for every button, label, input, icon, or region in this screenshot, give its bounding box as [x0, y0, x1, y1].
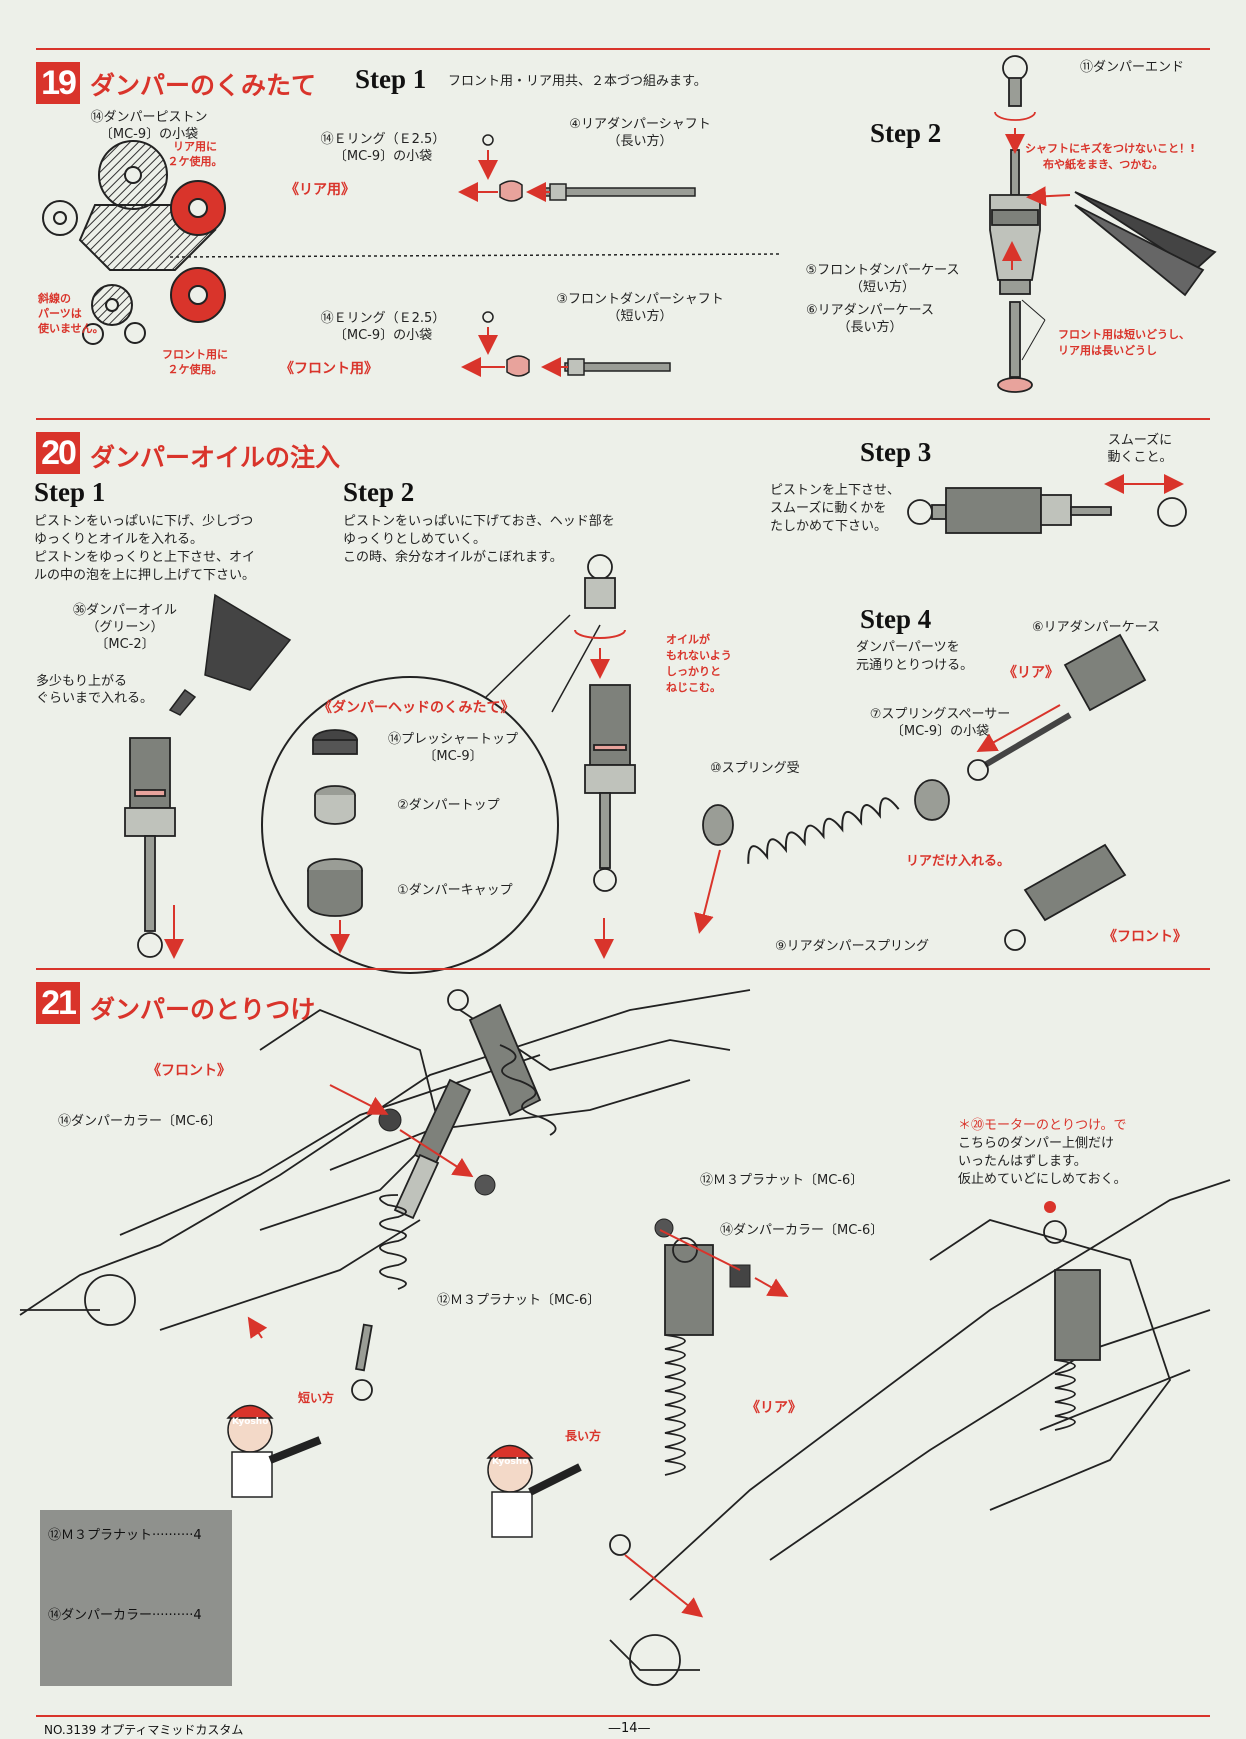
step2-title-20: Step 2 — [343, 477, 415, 507]
rule-sec21 — [36, 968, 1210, 970]
section-title-20: ダンパーオイルの注入 — [90, 443, 341, 472]
step2-title-19: Step 2 — [870, 118, 942, 148]
length-note: フロント用は短いどうし、リア用は長いどうし — [1058, 328, 1190, 357]
front-damper-left — [351, 1078, 472, 1401]
oil-leak-note: オイルがもれないようしっかりとねじこむ。 — [666, 633, 732, 694]
front-shaft-label: ③フロントダンパーシャフト（短い方） — [556, 292, 724, 324]
parts-row-collar: ⑭ダンパーカラー··········4 — [48, 1608, 202, 1623]
rear-nut — [654, 1218, 674, 1238]
parts-list-box: ⑫Ｍ３プラナット··········4 ⑭ダンパーカラー··········4 — [40, 1510, 232, 1686]
spring-seat-label: ⑩スプリング受 — [710, 761, 800, 776]
step4-instructions: ダンパーパーツを元通りとりつける。 — [856, 640, 974, 673]
rear-shaft-assembly — [482, 134, 696, 202]
footer-model: NO.3139 オプティマミッドカスタム — [44, 1723, 244, 1737]
rear-damper-left — [609, 1237, 714, 1556]
rear-damper-right — [1043, 1220, 1101, 1431]
short-side-label: 短い方 — [298, 1391, 335, 1405]
rear-case-label: ⑥リアダンパーケース（長い方） — [805, 303, 934, 335]
front-shaft-assembly — [482, 311, 671, 377]
damper-cap-label: ①ダンパーキャップ — [397, 883, 513, 898]
section-number-20: 20 — [36, 432, 80, 474]
step3-instructions: ピストンを上下させ、スムーズに動くかをたしかめて下さい。 — [770, 483, 901, 534]
rear-label-21: 《リア》 — [746, 1400, 802, 1416]
step1-damper — [124, 737, 176, 958]
top-rule — [36, 48, 1210, 50]
section-title-21: ダンパーのとりつけ — [90, 995, 316, 1024]
oil-bottle — [168, 593, 292, 716]
step2-instructions: ピストンをいっぱいに下げておき、ヘッド部をゆっくりとしめていく。この時、余分なオ… — [343, 514, 615, 565]
bottom-rule — [36, 1715, 1210, 1717]
rear-only-note: リアだけ入れる。 — [906, 854, 1011, 869]
section-title-19: ダンパーのくみたて — [90, 71, 317, 100]
nut-front-label: ⑫Ｍ３プラナット〔MC-6〕 — [437, 1293, 601, 1308]
front-damper-right — [447, 989, 557, 1136]
collar-front-label: ⑭ダンパーカラー〔MC-6〕 — [58, 1114, 222, 1129]
ering-label-front: ⑭Ｅリング（Ｅ2.5）〔MC-9〕の小袋 — [320, 311, 446, 343]
rear-collar — [729, 1264, 751, 1288]
head-detail-circle — [261, 676, 559, 974]
step4-title: Step 4 — [860, 604, 932, 634]
fill-note: 多少もり上がるぐらいまで入れる。 — [36, 674, 154, 706]
front-nut — [474, 1174, 496, 1196]
rear-use-label: 《リア用》 — [285, 182, 355, 198]
spring-spacer-label: ⑦スプリングスペーサー〔MC-9〕の小袋 — [869, 707, 1011, 739]
damper-top-label: ②ダンパートップ — [397, 798, 500, 813]
piston-label: ⑭ダンパーピストン〔MC-9〕の小袋 — [90, 110, 208, 142]
step3-damper — [907, 487, 1187, 534]
cap-logo-right: Kyosho — [492, 1457, 529, 1467]
cap-logo-left: Kyosho — [232, 1417, 269, 1427]
motor-note-marker — [1044, 1201, 1056, 1213]
rule-sec20 — [36, 418, 1210, 420]
ering-label-rear: ⑭Ｅリング（Ｅ2.5）〔MC-9〕の小袋 — [320, 132, 446, 164]
pressure-top-label: ⑭プレッシャートップ〔MC-9〕 — [387, 732, 518, 764]
rear-shaft-label: ④リアダンパーシャフト（長い方） — [569, 117, 711, 149]
nut-rear-label: ⑫Ｍ３プラナット〔MC-6〕 — [700, 1173, 864, 1188]
oil-label: ㊱ダンパーオイル（グリーン）〔MC-2〕 — [72, 603, 177, 652]
section-number-21: 21 — [36, 982, 80, 1024]
long-side-label: 長い方 — [565, 1429, 602, 1443]
parts-row-nut: ⑫Ｍ３プラナット··········4 — [48, 1528, 202, 1543]
rear-label-20: 《リア》 — [1003, 665, 1059, 681]
step3-title: Step 3 — [860, 437, 932, 467]
smooth-note: スムーズに動くこと。 — [1107, 433, 1173, 465]
rear-chassis — [609, 1179, 1231, 1686]
footer-page-number: —14— — [608, 1721, 651, 1736]
collar-rear-label: ⑭ダンパーカラー〔MC-6〕 — [720, 1223, 884, 1238]
front-use-label: 《フロント用》 — [280, 361, 378, 377]
rear-case-label-20: ⑥リアダンパーケース — [1032, 620, 1161, 635]
front-case-label: ⑤フロントダンパーケース（短い方） — [805, 263, 960, 295]
damper-end-label: ⑪ダンパーエンド — [1080, 60, 1185, 75]
front-label-20: 《フロント》 — [1103, 929, 1187, 945]
front-label-21: 《フロント》 — [147, 1063, 231, 1079]
front-chassis — [19, 989, 751, 1331]
head-assembly-title: 《ダンパーヘッドのくみたて》 — [318, 700, 515, 716]
step1-title: Step 1 — [355, 64, 427, 94]
step1-title-20: Step 1 — [34, 477, 106, 507]
divider-dotted — [169, 253, 781, 258]
caution-note: シャフトにキズをつけないこと！!布や紙をまき、つかむ。 — [1025, 142, 1196, 171]
step4-parts — [702, 633, 1147, 951]
step1-desc: フロント用・リア用共、２本づつ組みます。 — [448, 74, 707, 89]
mascot-figures — [226, 1404, 582, 1538]
step1-instructions: ピストンをいっぱいに下げ、少しづつゆっくりとオイルを入れる。ピストンをゆっくりと… — [34, 514, 256, 583]
step2-damper-vertical — [584, 554, 636, 892]
head-parts — [307, 729, 363, 917]
hatched-note: 斜線のパーツは使いません。 — [38, 292, 104, 335]
section-number-19: 19 — [36, 62, 80, 104]
motor-note: ＊⑳モーターのとりつけ。でこちらのダンパー上側だけいったんはずします。仮止めてい… — [958, 1118, 1127, 1187]
rear-spring-label: ⑨リアダンパースプリング — [775, 939, 930, 954]
piston-sprue — [42, 140, 226, 345]
